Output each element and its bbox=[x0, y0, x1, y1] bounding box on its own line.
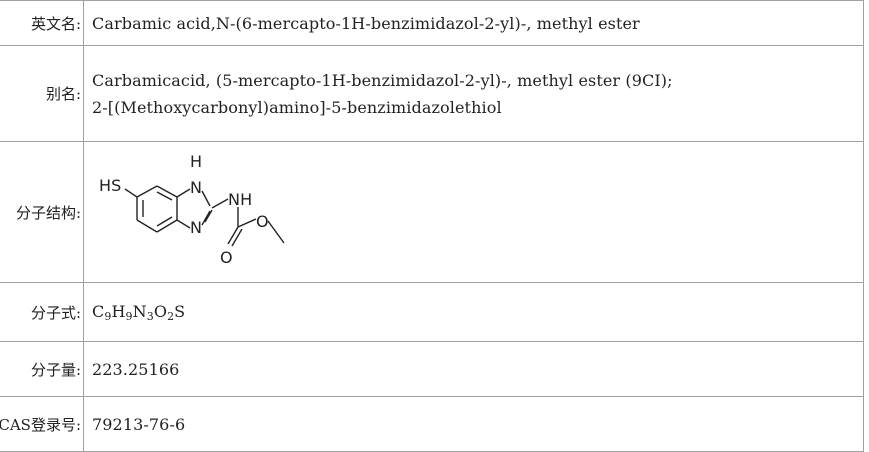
formula-element: N bbox=[132, 301, 147, 321]
atom-nh: NH bbox=[228, 190, 252, 209]
row-alias: 别名: Carbamicacid, (5-mercapto-1H-benzimi… bbox=[0, 45, 864, 142]
structure-cell: HS H N N NH O O bbox=[83, 141, 864, 283]
atom-hs: HS bbox=[99, 176, 121, 195]
alias-value: Carbamicacid, (5-mercapto-1H-benzimidazo… bbox=[83, 45, 864, 142]
row-molecular-weight: 分子量: 223.25166 bbox=[0, 341, 864, 397]
formula-element: H bbox=[111, 301, 126, 321]
atom-n-upper: N bbox=[190, 178, 202, 197]
formula-element: C bbox=[92, 301, 105, 321]
english-name-label: 英文名: bbox=[0, 0, 84, 46]
row-cas-number: CAS登录号: 79213-76-6 bbox=[0, 396, 864, 452]
molecular-structure-diagram: HS H N N NH O O bbox=[99, 152, 285, 267]
cas-number-value: 79213-76-6 bbox=[83, 396, 864, 452]
alias-line-2: 2-[(Methoxycarbonyl)amino]-5-benzimidazo… bbox=[92, 97, 502, 117]
row-formula: 分子式: C9H9N3O2S bbox=[0, 282, 864, 342]
alias-label: 别名: bbox=[0, 45, 84, 142]
atom-o-carbonyl: O bbox=[220, 248, 233, 267]
cas-number-label: CAS登录号: bbox=[0, 396, 84, 452]
atom-n-lower: N bbox=[190, 218, 202, 237]
molecular-weight-label: 分子量: bbox=[0, 341, 84, 397]
row-structure: 分子结构: bbox=[0, 141, 864, 283]
english-name-value: Carbamic acid,N-(6-mercapto-1H-benzimida… bbox=[83, 0, 864, 46]
formula-subscript: 9 bbox=[104, 309, 112, 323]
formula-element: O bbox=[153, 301, 168, 321]
formula-label: 分子式: bbox=[0, 282, 84, 342]
atom-o-ether: O bbox=[256, 212, 269, 231]
formula-value: C9H9N3O2S bbox=[83, 282, 864, 342]
formula-subscript: 9 bbox=[125, 309, 133, 323]
formula-subscript: 2 bbox=[167, 309, 175, 323]
structure-bonds bbox=[124, 185, 285, 247]
molecular-weight-value: 223.25166 bbox=[83, 341, 864, 397]
formula-subscript: 3 bbox=[146, 309, 154, 323]
structure-label: 分子结构: bbox=[0, 141, 84, 283]
row-english-name: 英文名: Carbamic acid,N-(6-mercapto-1H-benz… bbox=[0, 0, 864, 46]
formula-element: S bbox=[174, 301, 186, 321]
atom-h: H bbox=[190, 152, 202, 171]
alias-line-1: Carbamicacid, (5-mercapto-1H-benzimidazo… bbox=[92, 70, 673, 90]
